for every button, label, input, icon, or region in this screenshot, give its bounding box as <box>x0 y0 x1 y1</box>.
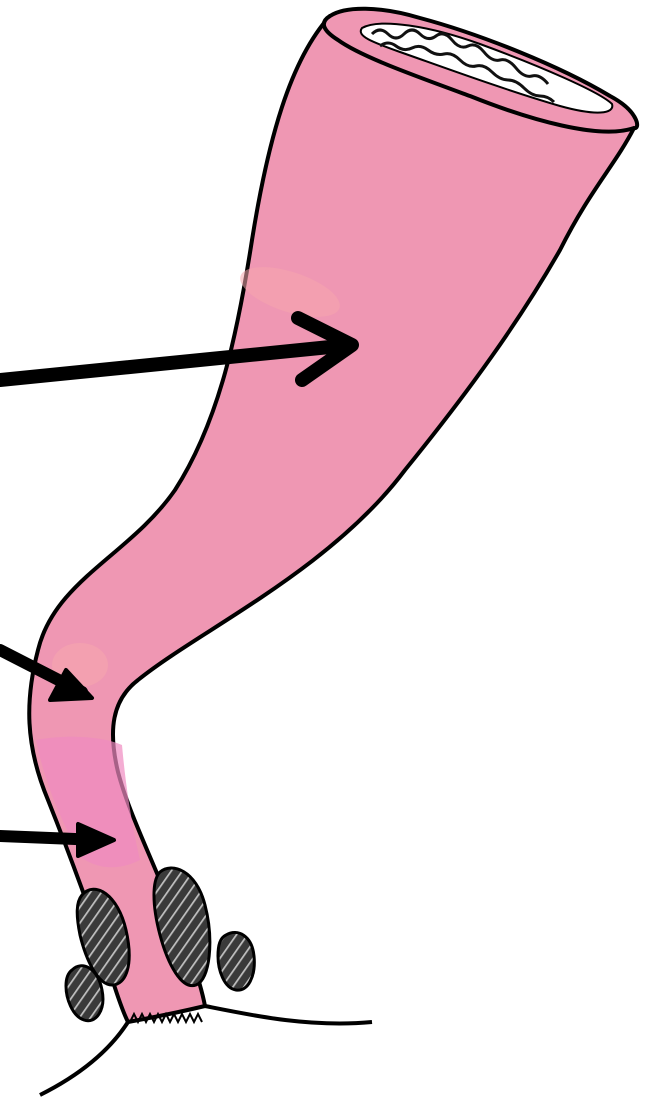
external-sphincter-right <box>218 933 254 991</box>
rectum-body <box>29 16 634 1022</box>
anal-verge-left <box>40 1022 128 1095</box>
external-sphincter-left <box>66 966 103 1021</box>
anal-verge-right <box>205 1006 372 1024</box>
